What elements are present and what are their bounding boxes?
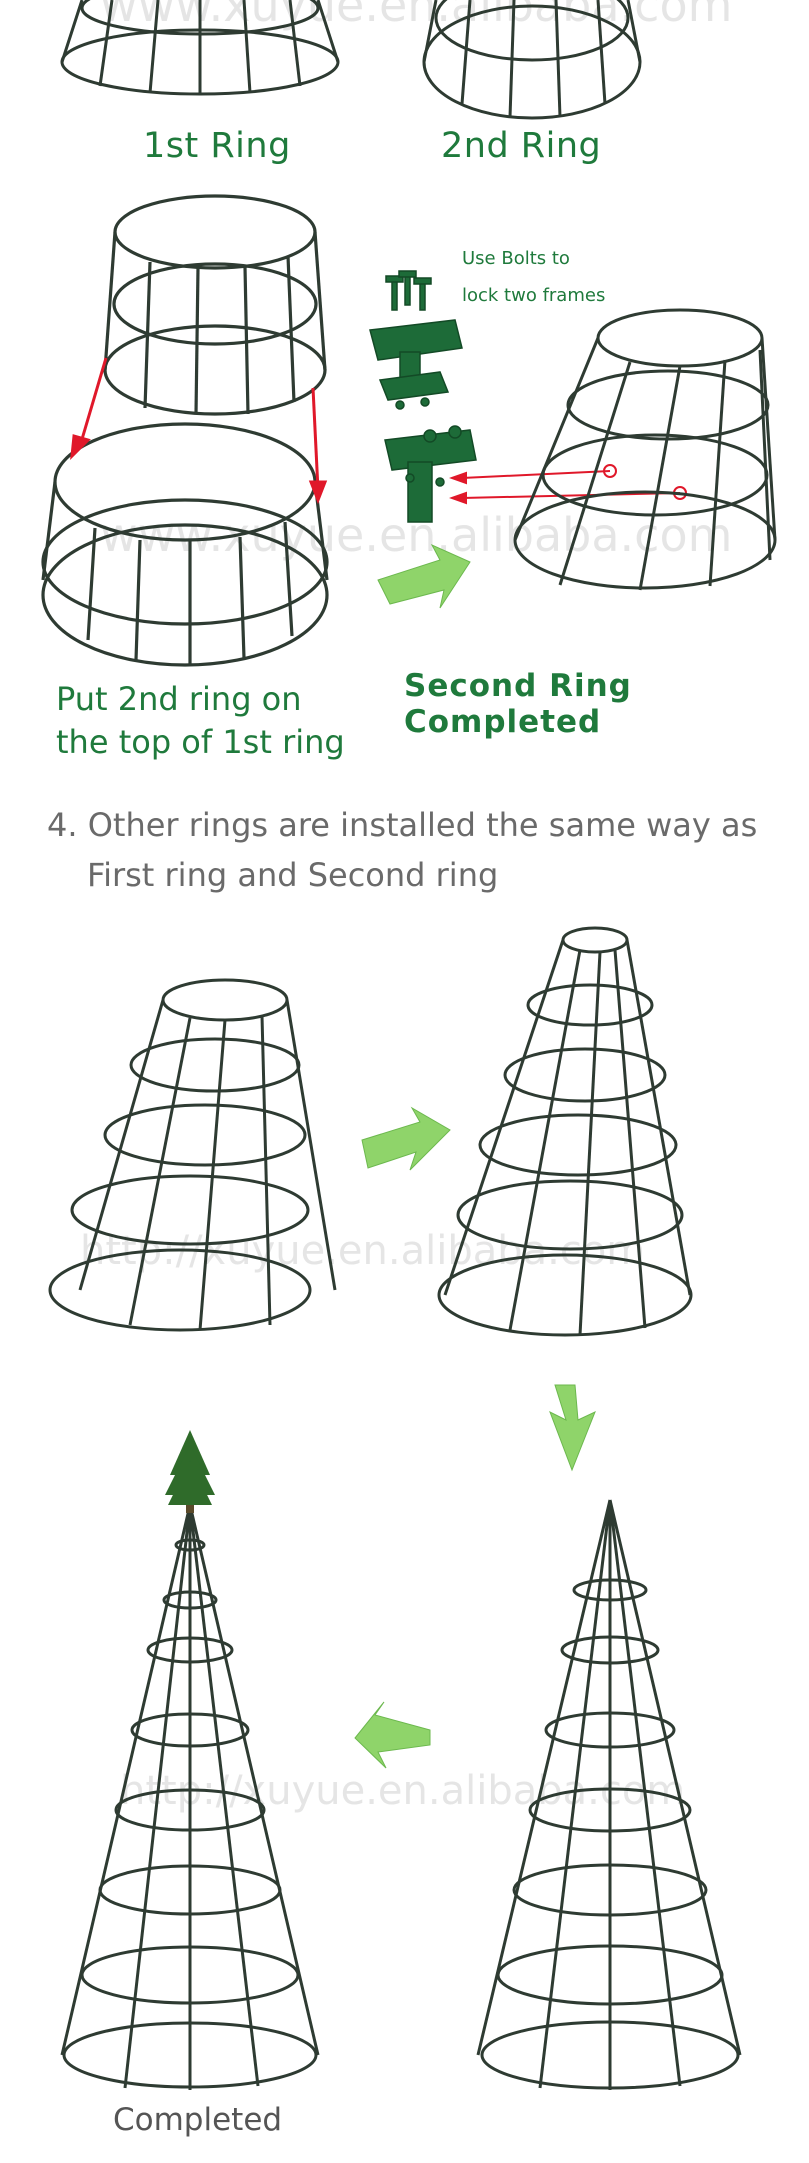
second-ring-completed-label: Second Ring Completed xyxy=(404,668,632,740)
completed-label: Completed xyxy=(113,2102,283,2138)
first-ring-frame xyxy=(60,0,340,96)
bolt-note-line2: lock two frames xyxy=(462,285,606,306)
tree-topper-icon xyxy=(165,1430,215,1513)
put-ring-label-line2: the top of 1st ring xyxy=(56,723,345,761)
stacked-rings-frames xyxy=(41,194,329,667)
step4-text-line1: 4. Other rings are installed the same wa… xyxy=(47,806,758,844)
second-ring-frame xyxy=(422,0,642,120)
put-ring-label-line1: Put 2nd ring on xyxy=(56,680,302,718)
step4-text-line2: First ring and Second ring xyxy=(87,856,499,894)
first-ring-label: 1st Ring xyxy=(143,126,291,166)
second-ring-completed-frame xyxy=(513,308,777,591)
arrow-down-icon xyxy=(549,1384,596,1472)
second-ring-label: 2nd Ring xyxy=(441,126,602,166)
arrow-right-icon xyxy=(361,1106,451,1171)
arrow-left-icon xyxy=(354,1701,431,1769)
bolt-note-line1: Use Bolts to xyxy=(462,248,570,269)
